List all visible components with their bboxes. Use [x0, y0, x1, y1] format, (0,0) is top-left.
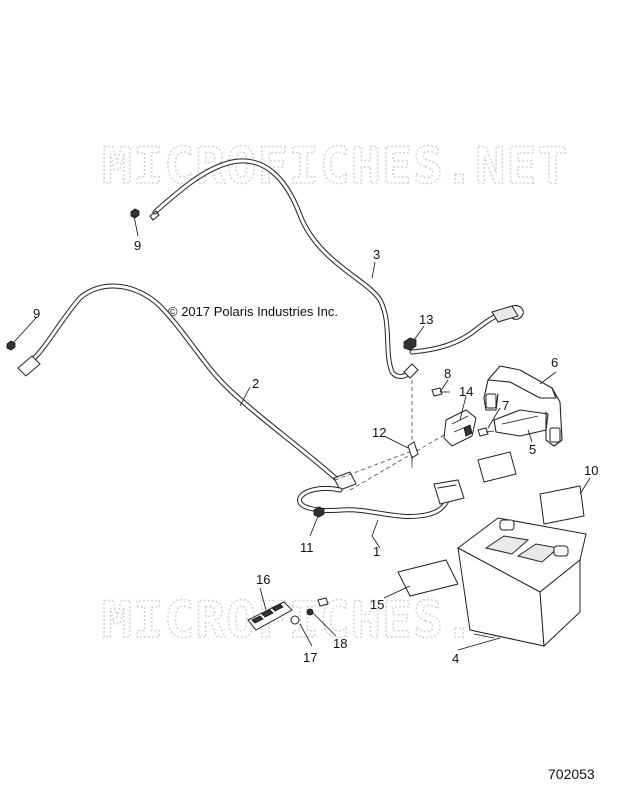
callout-10: 10: [584, 463, 598, 478]
part-14-relay: [443, 409, 477, 447]
part-16-fuse-block: [247, 601, 293, 631]
callout-9-left: 9: [33, 306, 40, 321]
part-11-nut: [313, 506, 325, 518]
part-8-bolt: [431, 387, 450, 397]
callout-15: 15: [370, 597, 384, 612]
assembly-line-diagonal: [349, 427, 457, 491]
callout-13: 13: [419, 312, 433, 327]
leader-lines: [13, 215, 591, 651]
part-5-bracket: [493, 409, 549, 437]
part-9-nut-top: [130, 208, 140, 219]
callout-9-top: 9: [134, 238, 141, 253]
callout-6: 6: [551, 355, 558, 370]
callout-17: 17: [303, 650, 317, 665]
callout-16: 16: [256, 572, 270, 587]
part-6-strap: [483, 365, 563, 447]
part-10-decal: [539, 485, 585, 525]
part-13-nut: [403, 337, 417, 351]
part-4-battery: [457, 517, 587, 648]
callout-4: 4: [452, 651, 459, 666]
callout-8: 8: [444, 366, 451, 381]
callout-18: 18: [333, 636, 347, 651]
part-9-nut-left: [6, 340, 16, 351]
figure-id: 702053: [548, 766, 595, 782]
label-decal: [477, 451, 517, 483]
callout-1: 1: [373, 544, 380, 559]
part-18-fastener: [306, 597, 329, 616]
watermark-top: MICROFICHES.NET: [102, 137, 569, 195]
part-1-cable: [297, 479, 465, 519]
part-17-fastener: [290, 615, 300, 625]
callout-3: 3: [373, 247, 380, 262]
assembly-line-diagonal-2: [334, 447, 421, 481]
callout-2: 2: [252, 376, 259, 391]
part-3-cable: [149, 158, 524, 379]
callout-5: 5: [529, 442, 536, 457]
part-7-screw: [477, 427, 495, 437]
callout-12: 12: [372, 425, 386, 440]
callout-14: 14: [459, 384, 473, 399]
callout-11: 11: [300, 540, 314, 555]
part-12-clip: [407, 441, 419, 464]
callout-7: 7: [502, 398, 509, 413]
copyright-notice: © 2017 Polaris Industries Inc.: [168, 304, 338, 319]
part-2-cable: [17, 283, 357, 491]
